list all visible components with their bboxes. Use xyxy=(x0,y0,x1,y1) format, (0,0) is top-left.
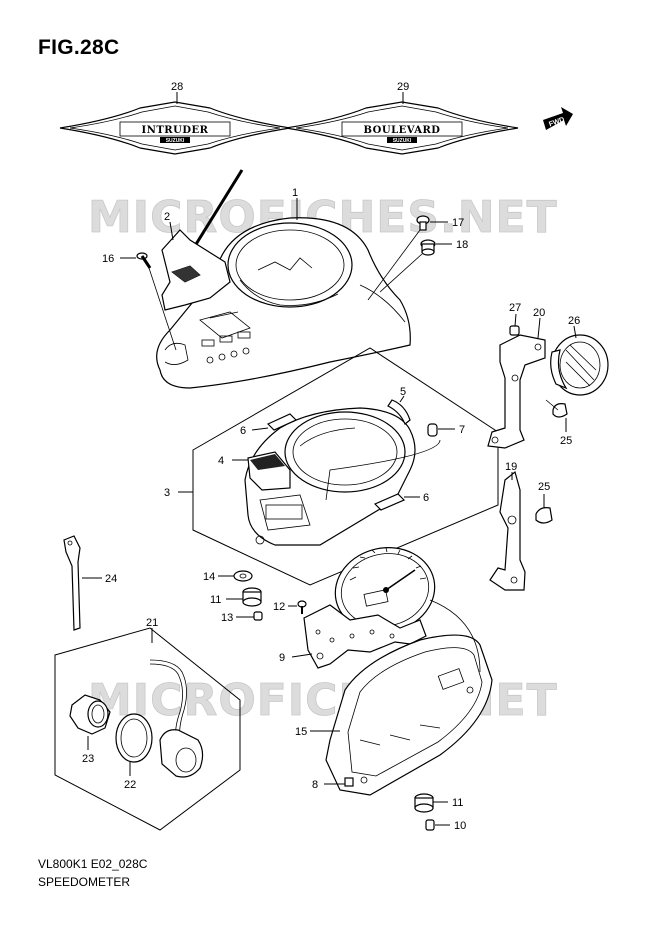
callout-22: 22 xyxy=(124,779,136,791)
callout-29: 29 xyxy=(397,81,409,93)
grommet-7 xyxy=(427,423,438,437)
callout-28: 28 xyxy=(171,81,183,93)
callout-3: 3 xyxy=(164,487,170,499)
meter-case xyxy=(244,407,416,546)
bracket-2 xyxy=(161,229,231,311)
emblem-boulevard-badge: SUZUKI xyxy=(393,138,412,144)
cable-tie-24 xyxy=(63,535,81,631)
grommet-11-lower xyxy=(414,793,434,813)
callout-11-upper: 11 xyxy=(210,594,221,606)
callout-26: 26 xyxy=(568,315,580,327)
callout-19: 19 xyxy=(505,461,517,473)
callout-1: 1 xyxy=(292,187,298,199)
bolt-10 xyxy=(425,819,435,831)
callout-8: 8 xyxy=(312,779,318,791)
wiring-harness-21 xyxy=(149,659,204,778)
callout-6-upper: 6 xyxy=(240,425,246,437)
nut-27 xyxy=(509,325,520,336)
callout-16: 16 xyxy=(102,253,114,265)
sub-assembly-frame xyxy=(192,347,499,586)
screw-12 xyxy=(297,600,307,614)
callout-23: 23 xyxy=(82,753,94,765)
callout-5: 5 xyxy=(400,386,406,398)
bracket-19 xyxy=(489,470,526,591)
callout-14: 14 xyxy=(203,571,215,583)
clamp-25-upper xyxy=(545,399,568,418)
cushion-6-lower xyxy=(373,493,406,511)
callout-27: 27 xyxy=(509,302,521,314)
callout-10: 10 xyxy=(454,820,466,832)
bracket-20 xyxy=(487,334,546,449)
grommet-8 xyxy=(344,777,354,787)
callout-2: 2 xyxy=(164,211,170,223)
socket-23 xyxy=(69,694,111,735)
callout-24: 24 xyxy=(105,573,117,585)
emblem-intruder-badge: SUZUKI xyxy=(166,138,185,144)
callout-20: 20 xyxy=(533,307,545,319)
emblem-intruder-text: INTRUDER xyxy=(142,125,209,136)
emblem-boulevard-text: BOULEVARD xyxy=(364,125,441,136)
callout-21: 21 xyxy=(146,617,158,629)
speedometer-dial xyxy=(334,547,436,633)
cushion-6-upper xyxy=(266,413,298,431)
collar-18 xyxy=(420,239,436,256)
callout-25-lower: 25 xyxy=(538,481,550,493)
callout-9: 9 xyxy=(279,652,285,664)
clamp-25-lower xyxy=(535,507,553,524)
callout-12: 12 xyxy=(273,601,285,613)
fwd-arrow-icon: FWD xyxy=(543,107,573,130)
callout-18: 18 xyxy=(456,239,468,251)
ring-22 xyxy=(115,713,153,763)
lamp-26 xyxy=(550,334,609,396)
callout-15: 15 xyxy=(295,726,307,738)
lens-4 xyxy=(247,451,291,491)
figure-title: FIG.28C xyxy=(38,36,120,59)
callout-7: 7 xyxy=(459,424,465,436)
grommet-11-upper xyxy=(242,587,262,607)
screw-16 xyxy=(136,252,177,351)
bolt-13 xyxy=(253,611,263,621)
figure-name: SPEEDOMETER xyxy=(38,875,131,889)
figure-code: VL800K1 E02_028C xyxy=(38,857,148,871)
callout-4: 4 xyxy=(218,455,224,467)
screw-17 xyxy=(416,215,430,231)
emblem-boulevard: BOULEVARD SUZUKI xyxy=(285,101,519,155)
callout-6-lower: 6 xyxy=(423,492,429,504)
sub-assembly-frame-21 xyxy=(54,627,241,831)
callout-13: 13 xyxy=(221,612,233,624)
lower-case-15 xyxy=(325,599,493,796)
cushion-5 xyxy=(387,399,411,425)
callout-17: 17 xyxy=(452,217,464,229)
callout-25-upper: 25 xyxy=(560,435,572,447)
emblem-intruder: INTRUDER SUZUKI xyxy=(59,101,291,155)
callout-11-lower: 11 xyxy=(452,797,463,809)
washer-14 xyxy=(233,570,253,582)
